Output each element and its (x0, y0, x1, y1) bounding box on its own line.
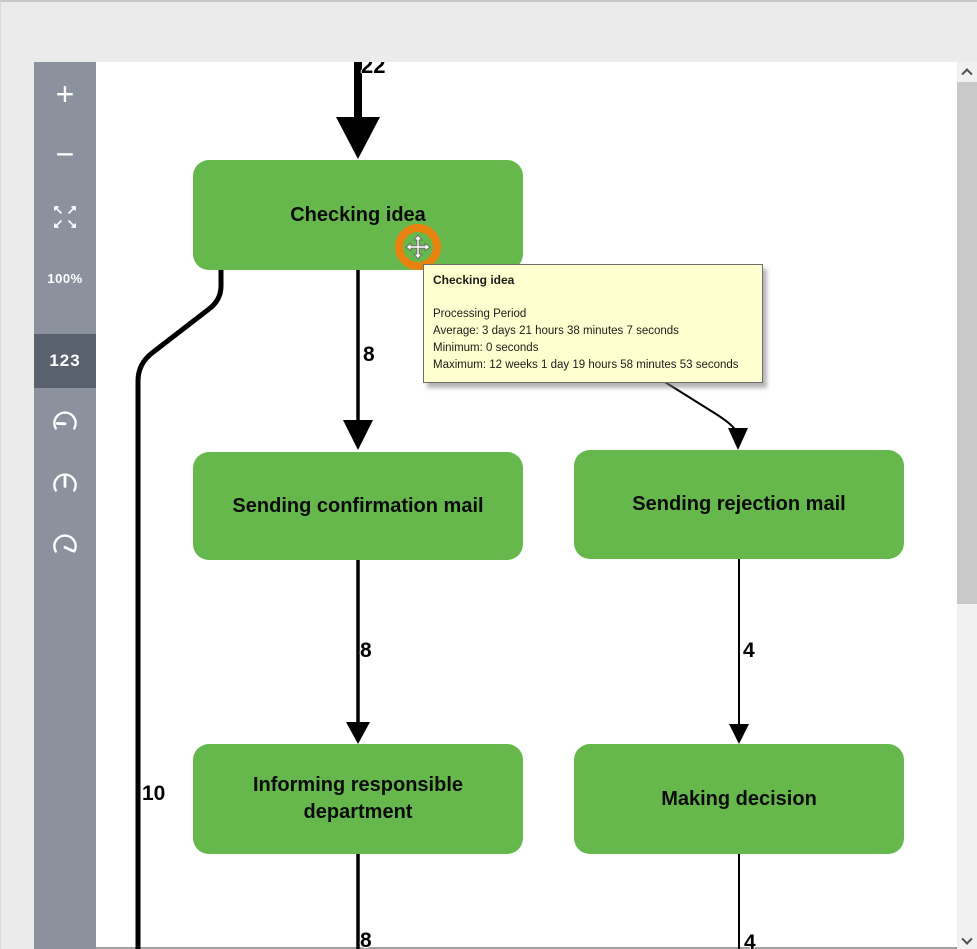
tooltip-average: Average: 3 days 21 hours 38 minutes 7 se… (433, 325, 679, 337)
move-cursor-icon (405, 234, 431, 260)
minus-icon: − (55, 136, 75, 172)
zoom-level-indicator[interactable]: 100% (34, 256, 96, 300)
fit-screen-button[interactable]: ↖↗↙↘ (34, 195, 96, 239)
tooltip-title: Checking idea (433, 273, 515, 287)
performance-medium-button[interactable] (34, 462, 96, 506)
page-boundary-line (96, 947, 958, 949)
gauge-high-icon (53, 534, 77, 553)
scroll-down-button[interactable] (957, 933, 977, 949)
node-sending-rejection-mail[interactable]: Sending rejection mail (574, 450, 904, 559)
performance-low-button[interactable] (34, 400, 96, 444)
zoom-out-button[interactable]: − (34, 132, 96, 176)
node-informing-responsible-department[interactable]: Informing responsible department (193, 744, 523, 854)
tooltip-section: Processing Period (433, 308, 527, 320)
node-making-decision[interactable]: Making decision (574, 744, 904, 854)
vertical-scrollbar[interactable] (957, 62, 977, 949)
edge-label-8: 8 (360, 639, 372, 662)
frequency-numbers-icon: 123 (49, 351, 81, 370)
edge-label-8: 8 (360, 929, 372, 949)
drag-handle-highlight[interactable] (395, 224, 441, 270)
edge-label-4: 4 (743, 639, 755, 662)
edge-label-4: 4 (744, 931, 756, 949)
frequency-view-button[interactable]: 123 (34, 334, 96, 388)
node-label: Sending confirmation mail (232, 494, 484, 517)
process-edges (135, 62, 749, 949)
tooltip-minimum: Minimum: 0 seconds (433, 342, 539, 354)
node-sending-confirmation-mail[interactable]: Sending confirmation mail (193, 452, 523, 560)
scrollbar-thumb[interactable] (957, 82, 977, 604)
node-label: Making decision (661, 787, 817, 810)
node-stats-tooltip: Checking idea Processing Period Average:… (423, 264, 763, 383)
node-checking-idea[interactable]: Checking idea (193, 160, 523, 270)
fit-screen-icon: ↖↗↙↘ (52, 202, 78, 231)
tooltip-maximum: Maximum: 12 weeks 1 day 19 hours 58 minu… (433, 359, 739, 371)
diagram-canvas[interactable]: 22 8 8 4 8 4 10 Checking idea Sending co… (96, 62, 958, 949)
zoom-in-button[interactable]: + (34, 72, 96, 116)
node-label: Sending rejection mail (632, 493, 846, 515)
chevron-down-icon (961, 933, 973, 945)
gauge-low-icon (53, 411, 77, 430)
node-label: Checking idea (290, 203, 426, 226)
edge-label-8: 8 (363, 343, 375, 366)
zoom-toolbar: + − ↖↗↙↘ 100% 123 (34, 62, 96, 949)
performance-high-button[interactable] (34, 523, 96, 567)
chevron-up-icon (961, 68, 973, 80)
plus-icon: + (55, 76, 75, 112)
edge-label-10: 10 (142, 782, 166, 805)
gauge-medium-icon (53, 473, 77, 492)
edge-label-22: 22 (361, 62, 386, 78)
scroll-up-button[interactable] (957, 62, 977, 80)
node-label: Informing responsible department (252, 774, 464, 823)
zoom-level-text: 100% (47, 270, 83, 286)
